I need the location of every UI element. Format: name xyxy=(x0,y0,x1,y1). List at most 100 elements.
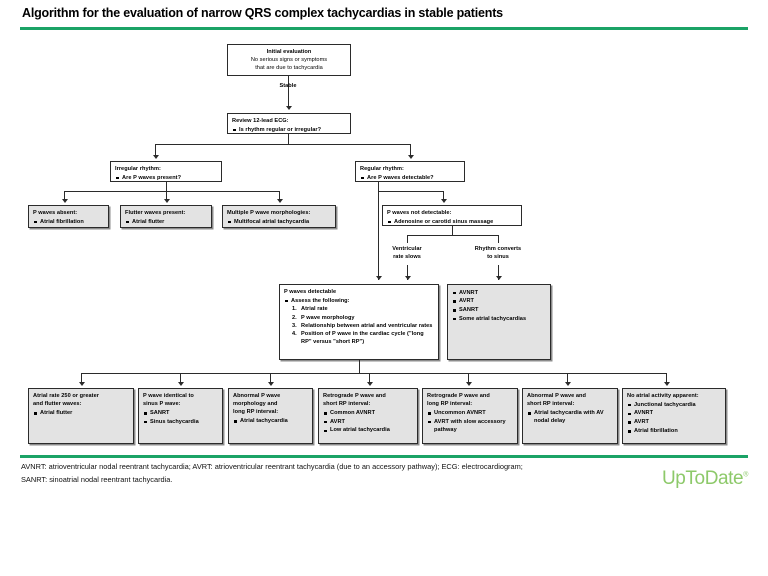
node-ecg-heading: Review 12-lead ECG: xyxy=(232,118,289,124)
arrow-to-p-waves-detectable xyxy=(375,276,382,280)
outcome-box-3: Abnormal P wave morphology and long RP i… xyxy=(228,388,313,444)
list-item: AVRT xyxy=(452,297,546,305)
list-item: Are P waves present? xyxy=(115,174,217,182)
edge-irregular-to-pabsent xyxy=(64,191,65,201)
list-item: Sinus tachycardia xyxy=(143,418,218,426)
edge-label-vent-line2: rate slows xyxy=(393,254,421,260)
list-item: Atrial rate xyxy=(292,305,328,313)
list-item: Are P waves detectable? xyxy=(360,174,460,182)
node-multiple-p-bullets: Multifocal atrial tachycardia xyxy=(227,218,331,226)
node-multiple-p-heading: Multiple P wave morphologies: xyxy=(227,210,311,216)
outcome-box-2: P wave identical to sinus P wave: SANRT … xyxy=(138,388,223,444)
edge-adenosine-stem xyxy=(452,226,453,235)
list-item: P wave morphology xyxy=(292,314,355,322)
node-regular-heading: Regular rhythm: xyxy=(360,166,404,172)
edge-outcome-2 xyxy=(180,373,181,384)
outcome-5-heading-line-2: long RP interval: xyxy=(427,401,473,408)
outcome-6-heading-line-2: short RP interval: xyxy=(527,401,575,408)
outcome-box-7: No atrial activity apparent: Junctional … xyxy=(622,388,726,444)
edge-converts-down xyxy=(498,265,499,280)
list-item: Atrial flutter xyxy=(33,409,129,417)
list-item: SANRT xyxy=(452,306,546,314)
outcome-box-6: Abnormal P wave and short RP interval: A… xyxy=(522,388,618,444)
arrow-outcome-5 xyxy=(465,382,472,386)
list-item: Some atrial tachycardias xyxy=(452,315,546,323)
arrow-outcome-1 xyxy=(78,382,85,386)
arrow-outcome-6 xyxy=(564,382,571,386)
node-ecg-bullets: Is rhythm regular or irregular? xyxy=(232,126,346,134)
node-p-not-detectable-bullets: Adenosine or carotid sinus massage xyxy=(387,218,517,226)
list-item: Common AVNRT xyxy=(323,409,413,417)
edge-ecg-to-regular xyxy=(410,144,411,157)
node-flutter-heading: Flutter waves present: xyxy=(125,210,186,216)
list-item: AVRT xyxy=(323,418,413,426)
header-divider xyxy=(20,27,748,30)
outcome-4-heading-line-1: Retrograde P wave and xyxy=(323,393,386,399)
footer-divider xyxy=(20,455,748,458)
footnote-line-1: AVNRT: atrioventricular nodal reentrant … xyxy=(21,462,523,471)
node-irregular-heading: Irregular rhythm: xyxy=(115,166,161,172)
edge-label-stable: Stable xyxy=(279,83,297,89)
node-review-ecg: Review 12-lead ECG: Is rhythm regular or… xyxy=(227,113,351,134)
outcome-box-1: Atrial rate 250 or greater and flutter w… xyxy=(28,388,134,444)
edge-vent-slows-down xyxy=(407,265,408,280)
list-item: AVRT with slow accessory pathway xyxy=(427,418,513,434)
list-item: Low atrial tachycardia xyxy=(323,426,413,434)
outcome-2-heading-line-1: P wave identical to xyxy=(143,393,194,399)
edge-regular-left-stem xyxy=(378,182,379,191)
abbreviations-footnote: AVNRT: atrioventricular nodal reentrant … xyxy=(21,461,736,486)
outcome-7-heading-line-1: No atrial activity apparent: xyxy=(627,393,699,399)
arrow-outcome-7 xyxy=(663,382,670,386)
node-irregular-bullets: Are P waves present? xyxy=(115,174,217,182)
outcome-1-bullets: Atrial flutter xyxy=(33,409,129,417)
node-initial-line1: No serious signs or symptoms xyxy=(250,57,328,64)
outcome-5-bullets: Uncommon AVNRT AVRT with slow accessory … xyxy=(427,409,513,434)
node-p-not-detectable-heading: P waves not detectable: xyxy=(387,210,452,216)
arrow-to-multiple-p-waves xyxy=(276,199,283,203)
outcome-1-heading-line-2: and flutter waves: xyxy=(33,401,82,408)
node-converts-bullets: AVNRT AVRT SANRT Some atrial tachycardia… xyxy=(452,289,546,323)
list-item: Relationship between atrial and ventricu… xyxy=(292,322,433,330)
list-item: Uncommon AVNRT xyxy=(427,409,513,417)
edge-ecg-bus xyxy=(155,144,410,145)
edge-adenosine-left xyxy=(407,235,408,243)
list-item: AVNRT xyxy=(452,289,546,297)
edge-regular-to-pnotdetectable xyxy=(443,191,444,201)
outcome-2-bullets: SANRT Sinus tachycardia xyxy=(143,409,218,426)
outcome-7-bullets: Junctional tachycardia AVNRT AVRT Atrial… xyxy=(627,401,721,435)
edge-outcome-4 xyxy=(369,373,370,384)
footnote-line-2: SANRT: sinoatrial nodal reentrant tachyc… xyxy=(21,474,173,484)
node-p-waves-detectable: P waves detectable Assess the following:… xyxy=(279,284,439,360)
node-irregular-rhythm: Irregular rhythm: Are P waves present? xyxy=(110,161,222,182)
edge-initial-to-ecg xyxy=(288,76,289,108)
list-item: Is rhythm regular or irregular? xyxy=(232,126,346,134)
arrow-outcome-4 xyxy=(366,382,373,386)
list-item: AVRT xyxy=(627,418,721,426)
list-item: Atrial flutter xyxy=(125,218,207,226)
uptodate-logo: UpToDate® xyxy=(662,468,748,490)
node-flutter-waves-present: Flutter waves present: Atrial flutter xyxy=(120,205,212,228)
arrow-rhythm-converts xyxy=(495,276,502,280)
arrow-initial-to-ecg xyxy=(285,106,292,110)
list-item: Assess the following: xyxy=(284,297,434,305)
list-item: Multifocal atrial tachycardia xyxy=(227,218,331,226)
arrow-ecg-to-regular xyxy=(407,155,414,159)
outcome-box-4: Retrograde P wave and short RP interval:… xyxy=(318,388,418,444)
arrow-vent-rate-slows xyxy=(404,276,411,280)
node-converts-to-sinus-results: AVNRT AVRT SANRT Some atrial tachycardia… xyxy=(447,284,551,360)
list-item: Atrial tachycardia xyxy=(233,417,308,425)
outcome-box-5: Retrograde P wave and long RP interval: … xyxy=(422,388,518,444)
list-item: Position of P wave in the cardiac cycle … xyxy=(292,330,424,346)
uptodate-wordmark: UpToDate xyxy=(661,468,744,489)
edge-adenosine-bus xyxy=(407,235,498,236)
edge-label-ventricular-rate-slows: Ventricular rate slows xyxy=(377,245,437,261)
node-p-waves-not-detectable: P waves not detectable: Adenosine or car… xyxy=(382,205,522,226)
node-initial-line2: that are due to tachycardia xyxy=(255,65,323,72)
edge-outcome-6 xyxy=(567,373,568,384)
list-item: SANRT xyxy=(143,409,218,417)
node-regular-bullets: Are P waves detectable? xyxy=(360,174,460,182)
node-p-detectable-numbered: Atrial rate P wave morphology Relationsh… xyxy=(292,305,434,346)
outcome-3-bullets: Atrial tachycardia xyxy=(233,417,308,425)
node-p-detectable-heading: P waves detectable xyxy=(284,289,337,295)
